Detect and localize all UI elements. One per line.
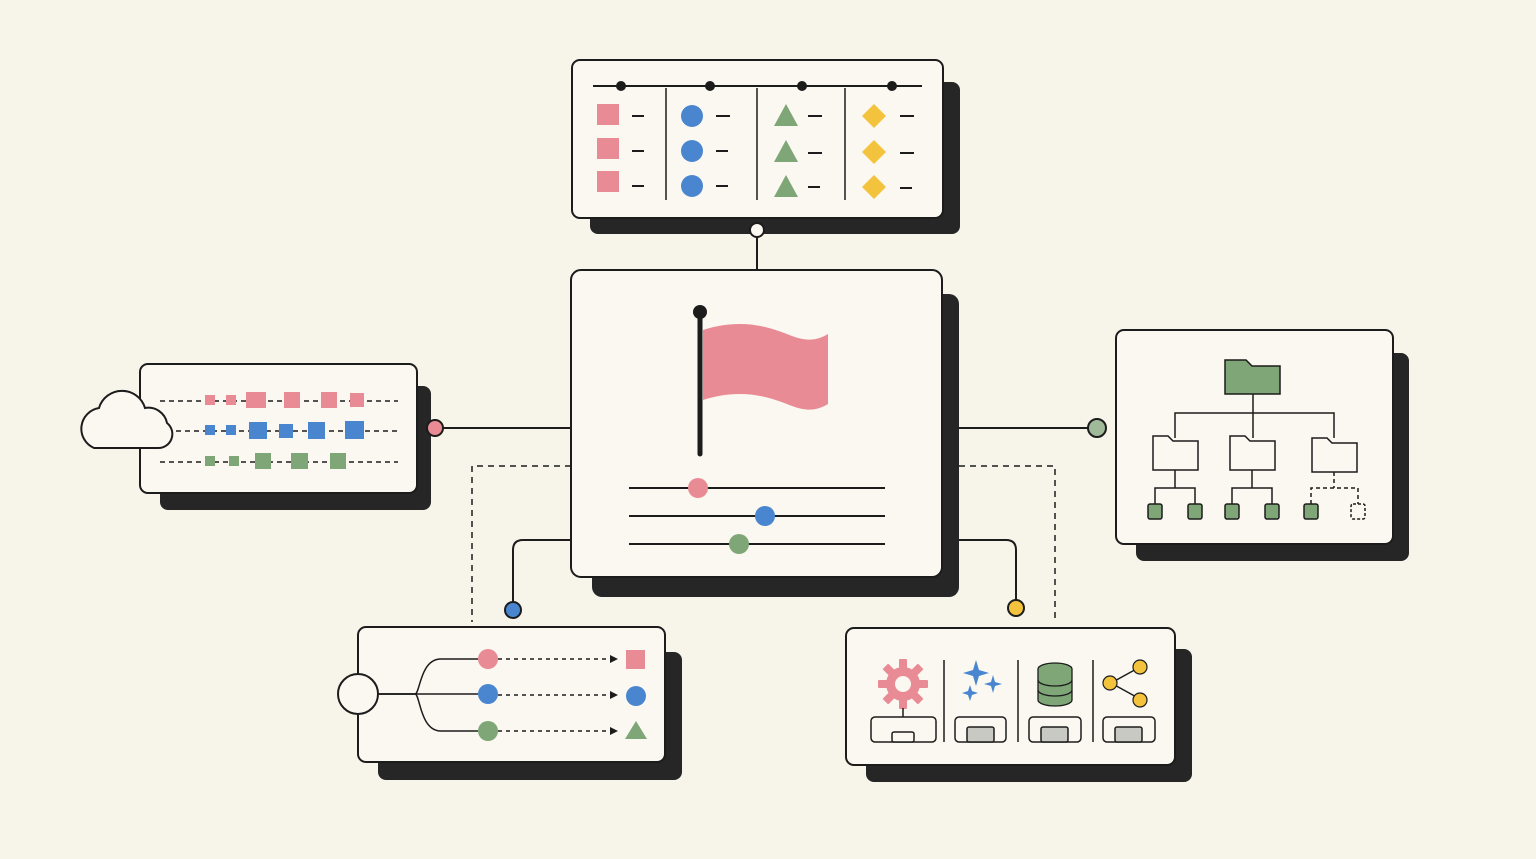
diamond-icon bbox=[862, 140, 886, 164]
service-tools-port-dot[interactable] bbox=[1007, 599, 1025, 617]
cloud-streams-card[interactable] bbox=[80, 363, 444, 510]
stream-pink bbox=[205, 392, 364, 408]
stream-blue bbox=[205, 421, 364, 439]
arrow-heads bbox=[610, 655, 618, 735]
feature-flag-card[interactable] bbox=[570, 269, 959, 597]
slider-knob-pink[interactable] bbox=[688, 478, 708, 498]
tree-lines bbox=[1154, 394, 1335, 504]
cloud-icon bbox=[80, 389, 174, 450]
cloud-streams-port-dot[interactable] bbox=[426, 419, 444, 437]
sparkle-icon[interactable] bbox=[962, 660, 1002, 701]
square-icon bbox=[597, 104, 619, 125]
folder-icon bbox=[1311, 437, 1358, 473]
diamond-icon bbox=[862, 175, 886, 199]
connector-flag-to-router bbox=[512, 539, 572, 603]
branch-dot-blue bbox=[478, 684, 498, 704]
circle-icon bbox=[626, 686, 646, 706]
branch-lines bbox=[378, 658, 478, 732]
square-icon bbox=[597, 171, 619, 192]
router-source-node[interactable] bbox=[337, 673, 379, 715]
header-dot bbox=[705, 81, 715, 91]
flag-pole-cap bbox=[693, 305, 707, 319]
branch-router-port-dot[interactable] bbox=[504, 601, 522, 619]
circle-icon bbox=[681, 175, 703, 197]
leaf-node bbox=[1264, 503, 1280, 520]
card-frame bbox=[1115, 329, 1394, 545]
triangle-icon bbox=[774, 175, 798, 197]
circle-icon bbox=[681, 140, 703, 162]
leaf-node bbox=[1224, 503, 1240, 520]
stream-green bbox=[205, 453, 346, 469]
leaf-node bbox=[1147, 503, 1163, 520]
triangle-icon bbox=[625, 721, 647, 739]
triangle-icon bbox=[774, 104, 798, 126]
branch-router-card[interactable] bbox=[337, 601, 682, 780]
folder-tree-card[interactable] bbox=[1087, 329, 1409, 561]
folder-icon bbox=[1229, 435, 1276, 471]
tree-dashed-lines bbox=[1310, 472, 1359, 504]
folder-tree-port-dot[interactable] bbox=[1087, 418, 1107, 438]
leaf-node bbox=[1187, 503, 1203, 520]
branch-dot-pink bbox=[478, 649, 498, 669]
triangle-icon bbox=[774, 140, 798, 162]
variant-table-card[interactable] bbox=[571, 59, 960, 238]
slider-knob-green[interactable] bbox=[729, 534, 749, 554]
leaf-node-placeholder bbox=[1350, 503, 1366, 520]
tool-slots bbox=[870, 716, 1156, 743]
leaf-nodes bbox=[1147, 503, 1319, 520]
dashed-link-left bbox=[471, 465, 571, 622]
square-icon bbox=[597, 138, 619, 159]
row-ellipses bbox=[632, 115, 914, 189]
slider-knob-blue[interactable] bbox=[755, 506, 775, 526]
child-folders bbox=[1152, 435, 1358, 473]
tool-dividers bbox=[943, 660, 1094, 742]
circle-icon bbox=[681, 105, 703, 127]
column-diamonds bbox=[862, 104, 886, 199]
flag-icon bbox=[703, 323, 828, 410]
header-dot bbox=[797, 81, 807, 91]
gear-icon[interactable] bbox=[878, 659, 928, 709]
branch-arrows bbox=[498, 658, 610, 732]
branch-dot-green bbox=[478, 721, 498, 741]
column-triangles bbox=[774, 104, 798, 197]
leaf-node bbox=[1303, 503, 1319, 520]
database-icon[interactable] bbox=[1037, 662, 1073, 707]
header-dot bbox=[616, 81, 626, 91]
root-folder-icon bbox=[1224, 359, 1281, 395]
header-dot bbox=[887, 81, 897, 91]
connectors bbox=[443, 237, 1089, 622]
column-squares bbox=[597, 104, 619, 192]
table-port-dot[interactable] bbox=[749, 222, 765, 238]
card-frame bbox=[139, 363, 418, 494]
service-tools-card[interactable] bbox=[845, 599, 1192, 782]
square-icon bbox=[626, 650, 645, 669]
share-icon[interactable] bbox=[1102, 659, 1148, 708]
dashed-link-right bbox=[959, 465, 1056, 622]
connector-flag-to-tools bbox=[958, 539, 1017, 601]
flag-sliders bbox=[629, 478, 885, 554]
folder-icon bbox=[1152, 435, 1199, 471]
diamond-icon bbox=[862, 104, 886, 128]
column-circles bbox=[681, 105, 703, 197]
card-frame bbox=[570, 269, 943, 578]
